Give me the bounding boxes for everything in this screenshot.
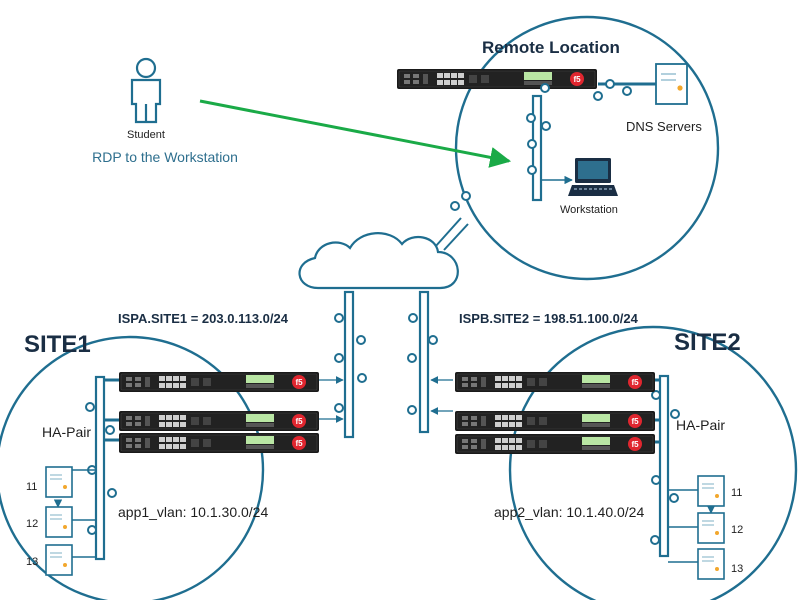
site1-vlan-bar — [94, 375, 106, 561]
site2-server-label: 11 — [731, 487, 742, 499]
site1-title: SITE1 — [24, 331, 91, 358]
site2-title: SITE2 — [674, 329, 741, 356]
site2-server-11 — [697, 475, 725, 507]
workstation-label: Workstation — [560, 204, 618, 216]
dns-servers-label: DNS Servers — [626, 119, 702, 134]
site1-f5-appliance-2 — [118, 410, 320, 432]
site2-server-13 — [697, 548, 725, 580]
site1-f5-appliance-1 — [118, 371, 320, 393]
ispb-link-bar — [418, 290, 430, 434]
site1-ha-pair-label: HA-Pair — [42, 424, 91, 440]
remote-f5-appliance — [396, 68, 598, 90]
ispa-site1-label: ISPA.SITE1 = 203.0.113.0/24 — [118, 311, 289, 326]
site2-f5-appliance-3 — [454, 433, 656, 455]
remote-location-boundary — [454, 15, 720, 281]
site1-vlan-label: app1_vlan: 10.1.30.0/24 — [118, 504, 268, 520]
site2-server-label: 13 — [731, 563, 743, 575]
site2-vlan-bar — [658, 374, 670, 558]
site2-ha-pair-label: HA-Pair — [676, 417, 725, 433]
site1-server-12 — [45, 506, 73, 538]
person-icon — [130, 57, 162, 124]
site1-f5-appliance-3 — [118, 432, 320, 454]
student-rdp-label: RDP to the Workstation — [92, 149, 238, 165]
student-label: Student — [127, 129, 165, 141]
site1-server-label: 13 — [26, 556, 38, 568]
rdp-arrow — [199, 99, 512, 168]
server-icon — [655, 63, 688, 105]
site1-server-11 — [45, 466, 73, 498]
monitor-icon — [568, 158, 618, 196]
site1-server-13 — [45, 544, 73, 576]
site2-vlan-label: app2_vlan: 10.1.40.0/24 — [494, 504, 644, 520]
site2-f5-appliance-1 — [454, 371, 656, 393]
site2-server-12 — [697, 512, 725, 544]
ispa-link-bar — [343, 290, 355, 439]
site1-server-label: 12 — [26, 518, 38, 530]
remote-location-title: Remote Location — [482, 38, 620, 57]
site1-server-label: 11 — [26, 481, 37, 493]
site2-server-label: 12 — [731, 524, 743, 536]
ispb-site2-label: ISPB.SITE2 = 198.51.100.0/24 — [459, 311, 639, 326]
site2-boundary — [508, 325, 798, 605]
site2-f5-appliance-2 — [454, 410, 656, 432]
cloud-icon — [298, 232, 459, 290]
